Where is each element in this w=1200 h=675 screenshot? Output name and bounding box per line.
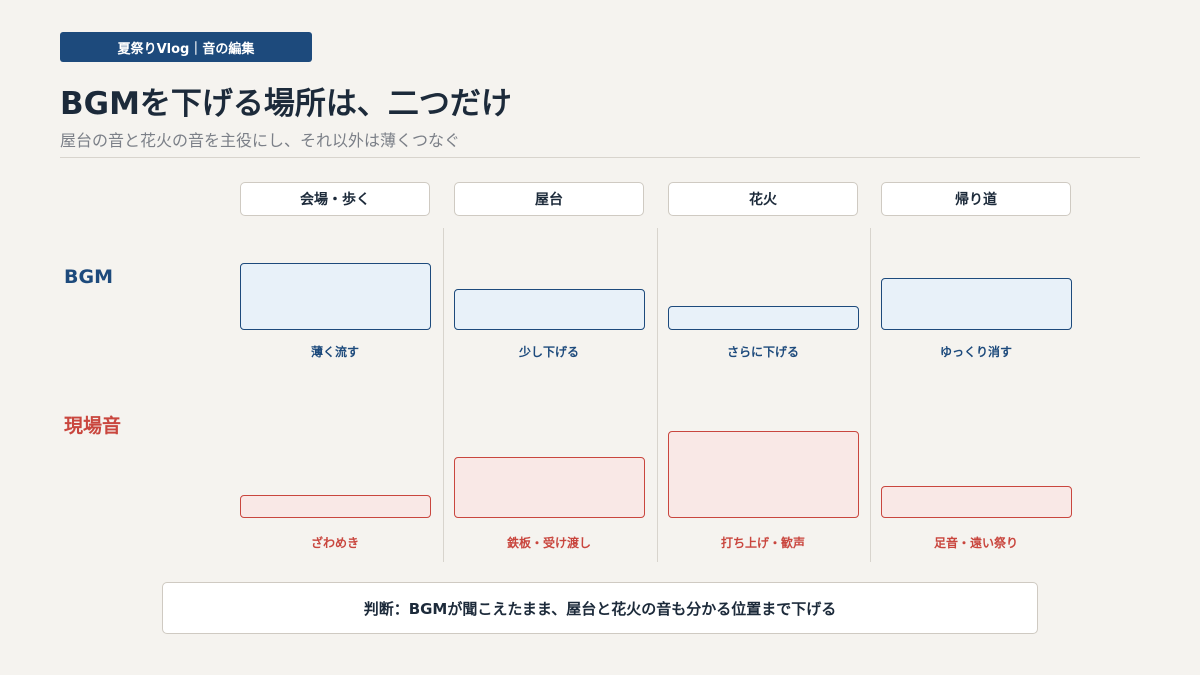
bgm-caption-2: 少し下げる	[518, 345, 579, 359]
column-divider	[870, 228, 871, 562]
header-rule	[60, 157, 1140, 158]
bgm-level-bar	[240, 263, 431, 330]
bgm-caption-1: 薄く流す	[310, 345, 359, 359]
page-subtitle: 屋台の音と花火の音を主役にし、それ以外は薄くつなぐ	[60, 131, 461, 150]
page-title: BGMを下げる場所は、二つだけ	[60, 86, 512, 122]
env-level-bar	[881, 486, 1072, 518]
column-head-1: 会場・歩く	[240, 182, 430, 216]
bgm-level-bar	[668, 306, 859, 330]
column-divider	[443, 228, 444, 562]
bgm-level-bar	[454, 289, 645, 330]
column-head-4: 帰り道	[881, 182, 1071, 216]
env-level-bar	[454, 457, 645, 518]
column-divider	[657, 228, 658, 562]
env-caption-3: 打ち上げ・歓声	[720, 536, 805, 550]
row-label-bgm: BGM	[64, 266, 113, 288]
env-caption-1: ざわめき	[310, 536, 359, 550]
column-head-3: 花火	[668, 182, 858, 216]
env-level-bar	[240, 495, 431, 518]
section-tag: 夏祭りVlog｜音の編集	[60, 32, 312, 62]
bgm-caption-4: ゆっくり消す	[939, 345, 1012, 359]
judgement-box: 判断：BGMが聞こえたまま、屋台と花火の音も分かる位置まで下げる	[162, 582, 1038, 634]
bgm-caption-3: さらに下げる	[726, 345, 799, 359]
env-caption-4: 足音・遠い祭り	[933, 536, 1018, 550]
env-level-bar	[668, 431, 859, 518]
column-head-2: 屋台	[454, 182, 644, 216]
env-caption-2: 鉄板・受け渡し	[506, 536, 591, 550]
row-label-env: 現場音	[64, 415, 122, 437]
bgm-level-bar	[881, 278, 1072, 330]
